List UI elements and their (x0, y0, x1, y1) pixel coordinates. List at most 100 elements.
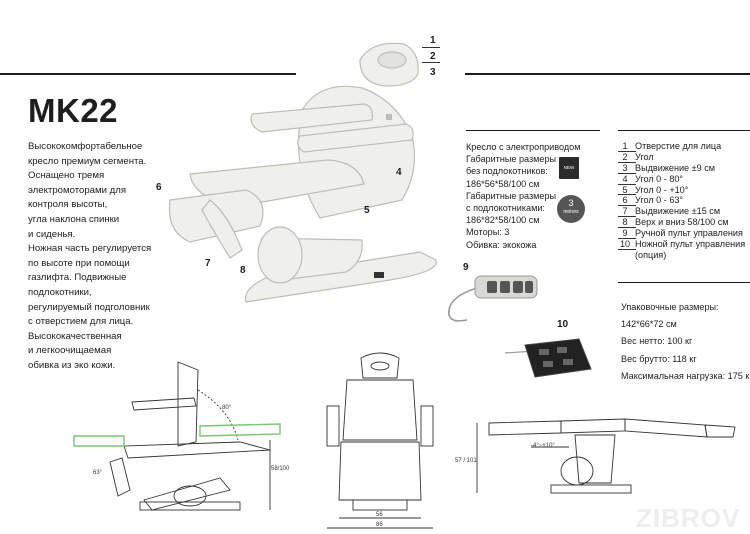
spec-line: с подлокотниками: (466, 203, 545, 214)
legend-number: 9 (618, 228, 636, 239)
spec-line: Габаритные размеры (466, 190, 557, 201)
legend-text: Выдвижение ±9 см (635, 162, 716, 173)
height-side-label: 58/100 (271, 466, 290, 472)
description: Высококомфортабельное кресло премиум сег… (28, 140, 188, 374)
legend-text: (опция) (635, 249, 667, 260)
callout-5: 5 (364, 205, 370, 216)
legend-text: Угол 0 - 80° (635, 173, 684, 184)
watermark: ZIBROV (636, 503, 741, 533)
front-headrest (360, 352, 400, 379)
flat-headrest (704, 424, 736, 438)
legend-text: Угол (635, 151, 654, 162)
chair-illustration (168, 42, 437, 303)
legend-text: Ножной пульт управления (635, 239, 746, 250)
front-backrest (342, 379, 418, 441)
legend-number: 1 (618, 141, 636, 152)
callout-8: 8 (240, 265, 246, 276)
legend-number: 4 (618, 174, 636, 185)
width-outer-label: 86 (376, 522, 383, 528)
foot-control-pedal (539, 349, 549, 355)
legend-number: 8 (618, 217, 636, 229)
spec-line: 186*56*58/100 см (466, 178, 540, 189)
description-line: Высококачественная (28, 330, 122, 342)
hand-remote (448, 275, 538, 322)
callout-2: 2 (430, 51, 436, 62)
motors-label: motors (563, 209, 579, 215)
spec-line: Кресло с электроприводом (466, 142, 581, 152)
foot-control (504, 338, 592, 378)
callout-line-2 (422, 62, 440, 63)
foot-control-pedal (557, 347, 567, 353)
motors-count: 3 (568, 198, 574, 208)
spec-line: без подлокотников: (466, 166, 548, 177)
spec-rule (466, 130, 600, 131)
description-line: кресло премиум сегмента. (28, 155, 147, 167)
packaging-line: 142*66*72 см (621, 319, 677, 330)
remote-key (525, 281, 533, 293)
callout-line-1 (422, 47, 440, 48)
legend-number: 7 (618, 206, 636, 218)
pack-rule (618, 282, 750, 283)
chair-armrest-rear (250, 103, 373, 133)
motors-badge: 3 motors (557, 195, 585, 223)
specs: Кресло с электроприводом Габаритные разм… (466, 141, 580, 251)
front-seat (338, 441, 422, 501)
legend-number: 2 (618, 152, 636, 163)
callout-4: 4 (396, 167, 402, 178)
remote-key (500, 281, 510, 293)
spec-line: Обивка: экокожа (466, 239, 537, 250)
legend-text: Отверстие для лица (635, 141, 722, 151)
chair-armrest-front (297, 123, 414, 153)
description-line: электромоторами для (28, 184, 127, 196)
base-port (374, 272, 384, 278)
back-angle-label: 80° (222, 405, 232, 411)
model-title: MK22 (28, 92, 119, 129)
spec-line: 186*82*58/100 см (466, 215, 540, 226)
chair-legrest-front (201, 199, 243, 259)
description-line: контроля высоты, (28, 199, 108, 211)
chair-base (244, 251, 437, 303)
legend-text: Верх и вниз 58/100 см (635, 217, 729, 228)
flat-base (550, 484, 632, 494)
legend-text: Угол 0 - +10° (635, 184, 689, 195)
side-base (143, 477, 231, 511)
callout-1: 1 (430, 35, 436, 46)
seat-angle-label: -4°~+10° (531, 443, 555, 449)
front-armrest-left (326, 405, 340, 447)
flat-seat (560, 418, 626, 434)
description-line: Оснащено тремя (28, 170, 105, 182)
flat-legrest (488, 420, 562, 436)
side-legrest-down (109, 457, 131, 497)
packaging-line: Максимальная нагрузка: 175 кг (621, 370, 750, 381)
remote-key (487, 281, 497, 293)
front-base (352, 499, 408, 511)
legend-number: 5 (618, 185, 636, 196)
legend-number: 3 (618, 163, 636, 174)
flat-view-drawing (476, 418, 736, 494)
side-back-arc (197, 389, 239, 441)
legend-number: 10 (618, 239, 636, 250)
description-line: по высоте при помощи (28, 257, 130, 269)
packaging: Упаковочные размеры: 142*66*72 см Вес не… (621, 299, 750, 385)
chair-column-roll (257, 226, 303, 284)
flat-column (574, 434, 616, 484)
front-face-hole (370, 361, 390, 371)
legend-text: Выдвижение ±15 см (635, 206, 721, 217)
new-badge: NEW (559, 157, 579, 179)
legend-number: 6 (618, 195, 636, 207)
height-right-label: 57 / 101 (455, 458, 477, 464)
legend-text: Ручной пульт управления (635, 228, 743, 239)
callout-7: 7 (205, 258, 211, 269)
spec-line: Габаритные размеры (466, 154, 557, 165)
callout-9: 9 (463, 262, 469, 273)
legend-text: Угол 0 - 63° (635, 195, 684, 206)
description-line: и сиденья. (28, 228, 76, 240)
face-hole (377, 51, 407, 69)
side-seat (123, 441, 271, 459)
header-rule-right (465, 73, 750, 75)
callout-10: 10 (557, 319, 569, 330)
description-line: Высококомфортабельное (28, 141, 143, 152)
description-line: регулируемый подголовник (28, 301, 150, 313)
green-backrest (199, 423, 281, 437)
leg-angle-label: 63° (93, 470, 103, 476)
